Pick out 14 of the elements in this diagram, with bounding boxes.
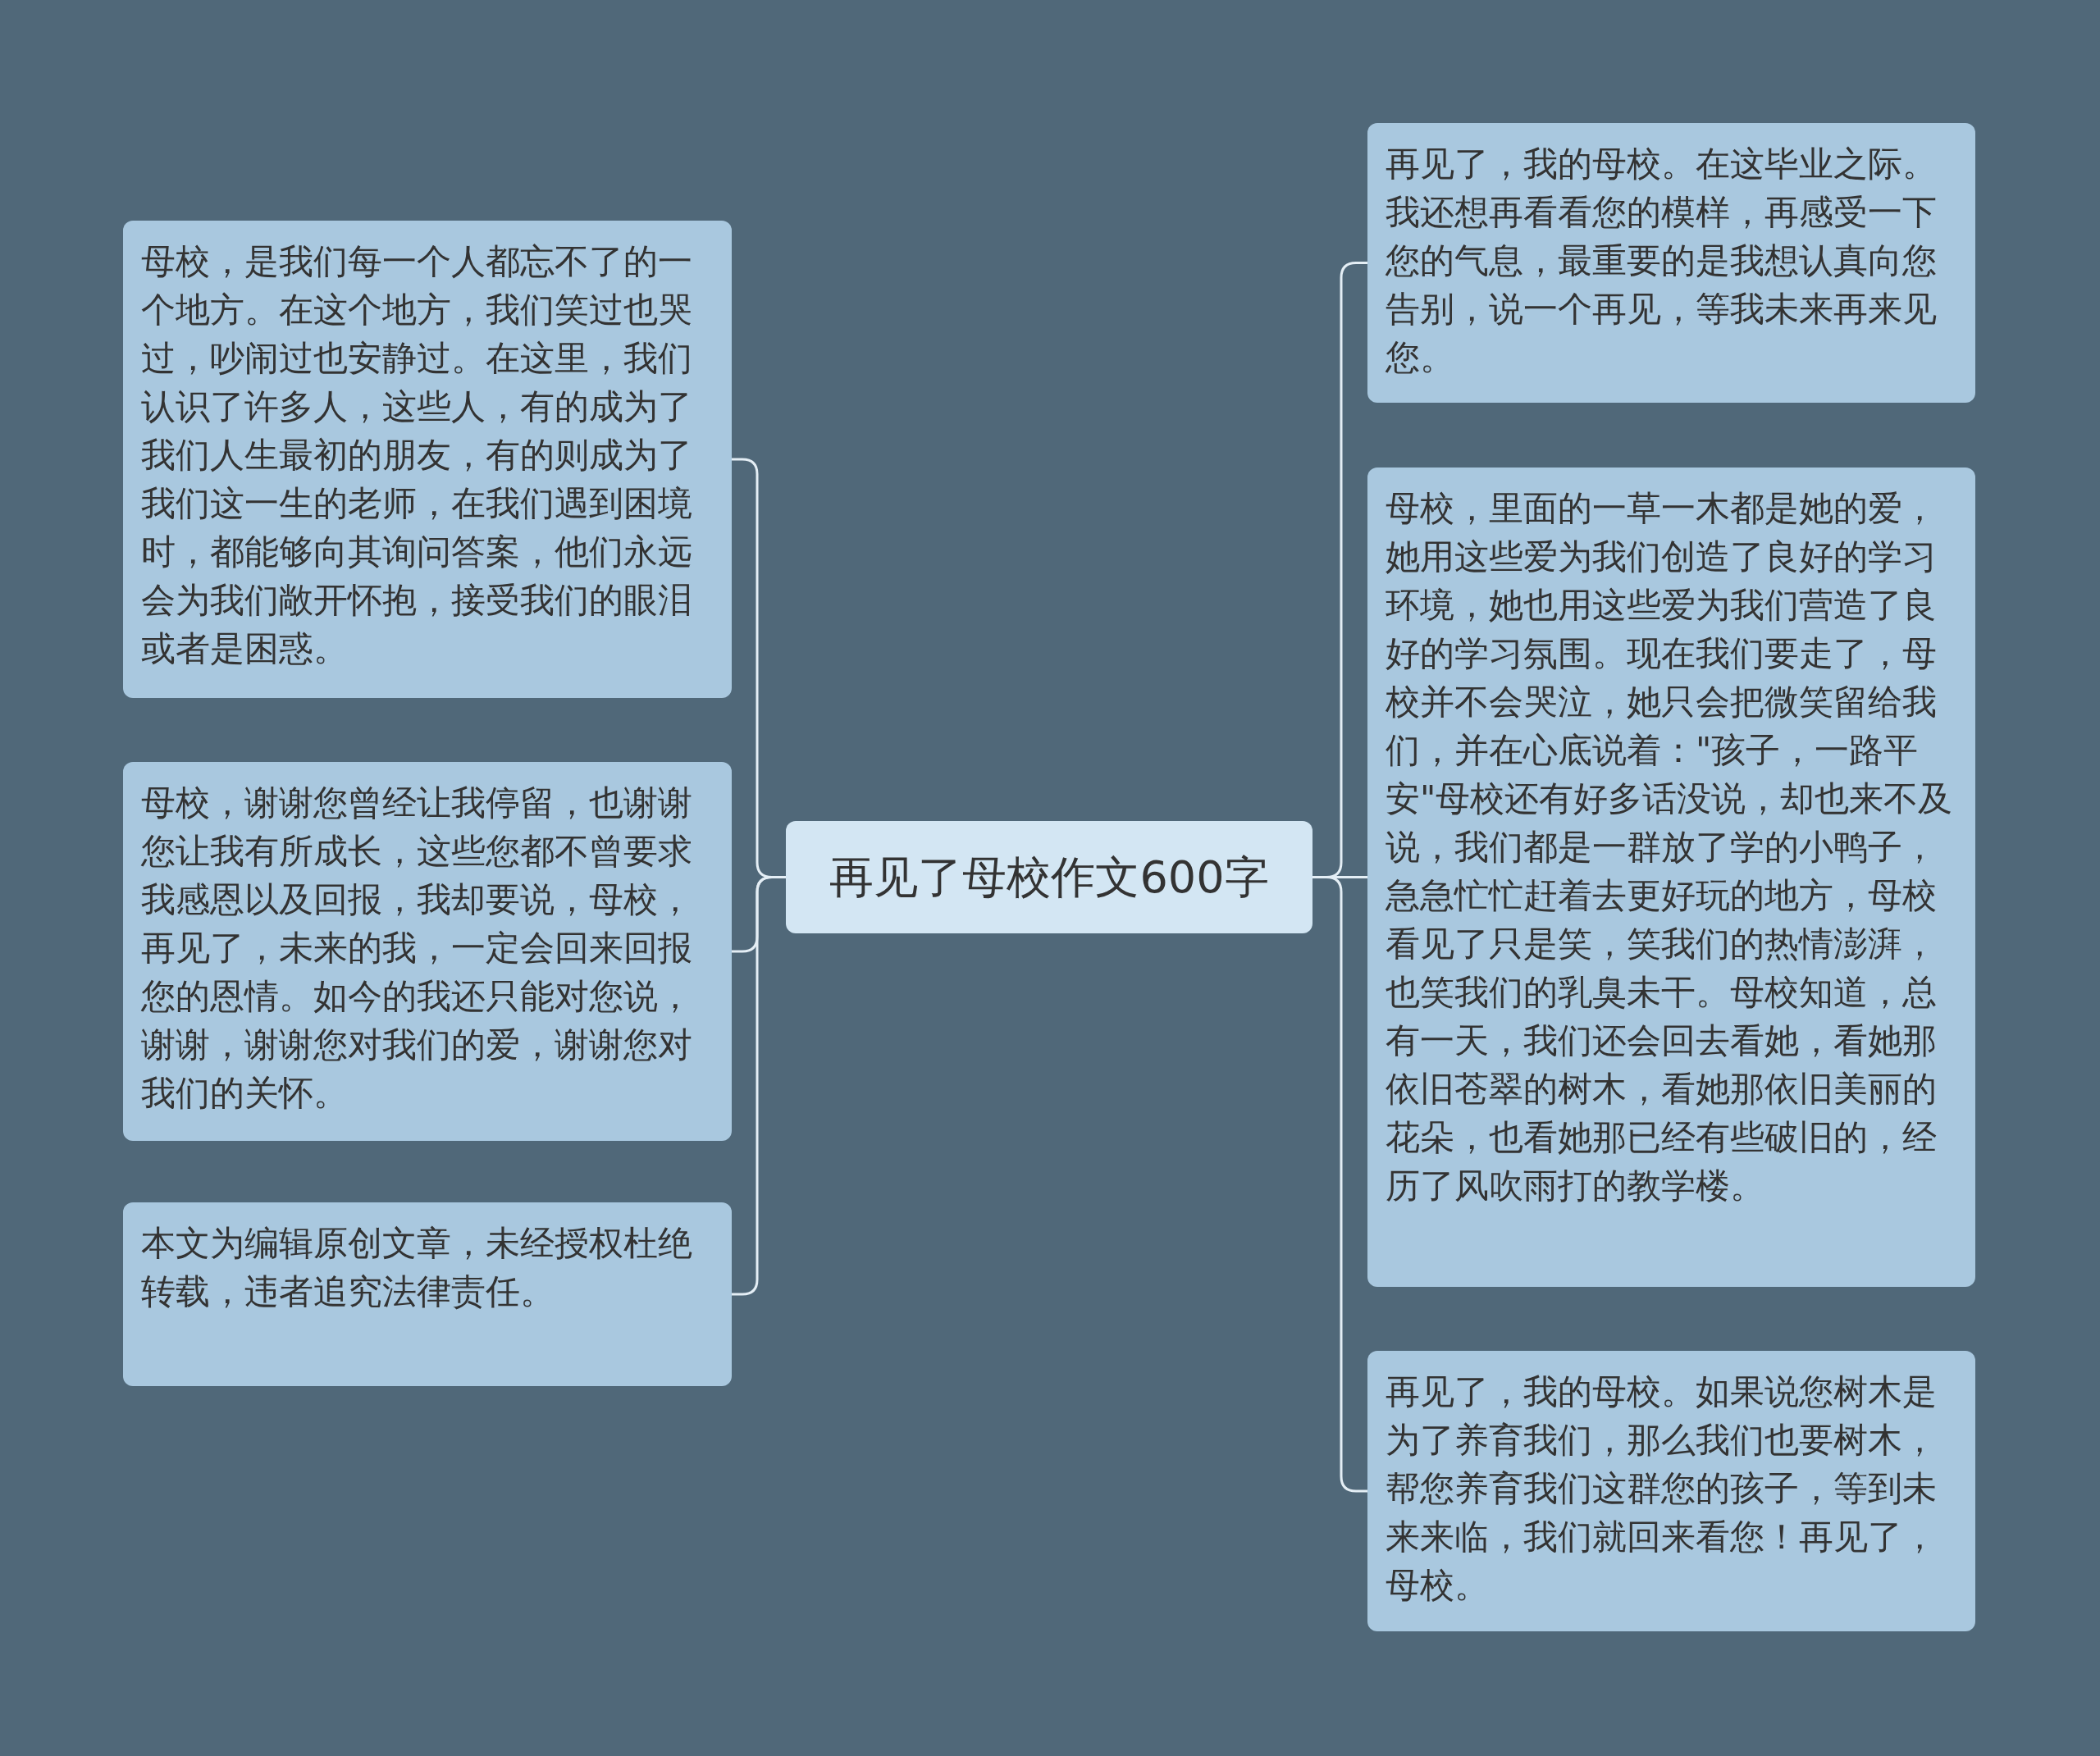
paragraph-text: 再见了，我的母校。在这毕业之际。我还想再看看您的模样，再感受一下您的气息，最重要的是我想认真向您告别，说一个再见，等我未来再来见您。 <box>1386 143 1938 379</box>
central-topic-box <box>786 821 1312 933</box>
topic-box <box>1367 468 1975 1287</box>
topic-box <box>1367 1351 1975 1631</box>
paragraph-text: 母校，里面的一草一木都是她的爱，她用这些爱为我们创造了良好的学习环境，她也用这些爱为我们营造了良好的学习氛围。现在我们要走了，母校并不会哭泣，她只会把微笑留给我们，并在心底说着："孩子，一路平安"母校还有好多话没说，却也来不及说，我们都是一群放了学的小鸭子，急急忙忙赶着去更好玩的地方，母校看见了只是笑，笑我们的热情澎湃，也笑我们的乳臭未干。母校知道，总有一天，我们还会回去看她，看她那依旧苍翠的树木，看她那依旧美丽的花朵，也看她那已经有些破旧的，经历了风吹雨打的教学楼。 <box>1386 487 1954 1207</box>
paragraph-text: 再见了，我的母校。如果说您树木是为了养育我们，那么我们也要树木，帮您养育我们这群您的孩子，等到未来来临，我们就回来看您！再见了，母校。 <box>1386 1371 1938 1607</box>
topic-box <box>123 1202 732 1386</box>
topic-box <box>123 762 732 1141</box>
topic-box <box>1367 123 1975 403</box>
paragraph-text: 母校，谢谢您曾经让我停留，也谢谢您让我有所成长，这些您都不曾要求我感恩以及回报，我却要说，母校，再见了，未来的我，一定会回来回报您的恩情。如今的我还只能对您说，谢谢，谢谢您对我们的爱，谢谢您对我们的关怀。 <box>141 782 693 1115</box>
central-topic-text: 再见了母校作文600字 <box>829 851 1269 904</box>
paragraph-text: 母校，是我们每一个人都忘不了的一个地方。在这个地方，我们笑过也哭过，吵闹过也安静过。在这里，我们认识了许多人，这些人，有的成为了我们人生最初的朋友，有的则成为了我们这一生的老师，在我们遇到困境时，都能够向其询问答案，他们永远会为我们敞开怀抱，接受我们的眼泪或者是困惑。 <box>141 240 693 670</box>
topic-box <box>123 221 732 698</box>
paragraph-text: 本文为编辑原创文章，未经授权杜绝转载，违者追究法律责任。 <box>141 1222 693 1313</box>
